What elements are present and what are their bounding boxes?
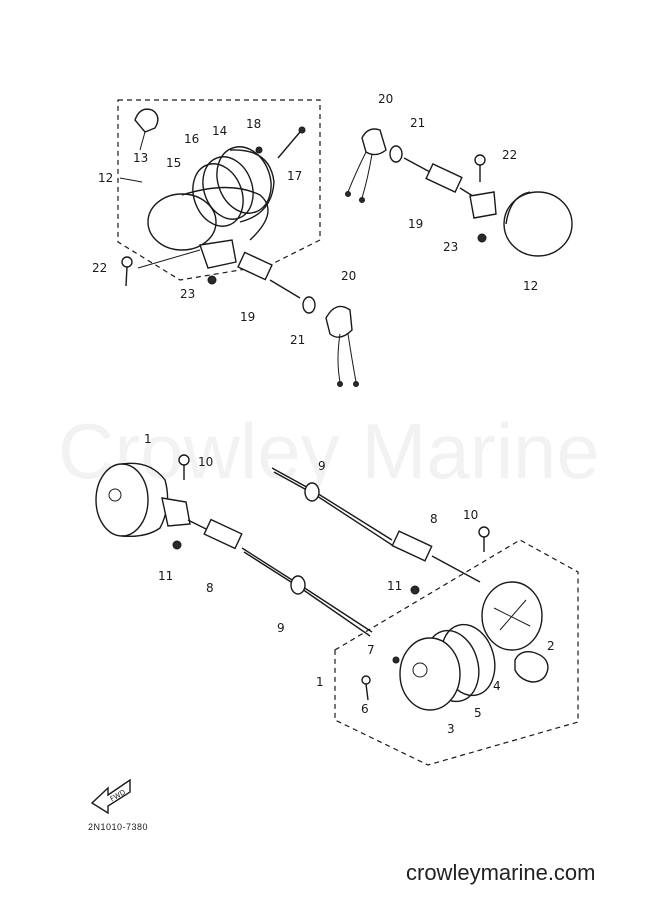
nut-part: [389, 145, 403, 163]
callout-1-front-right: 1: [316, 675, 324, 689]
callout-2: 2: [547, 639, 555, 653]
callout-17: 17: [287, 169, 302, 183]
rim-ring: [202, 156, 254, 220]
lens-part: [399, 637, 461, 711]
front-arrow-label: FWD: [109, 788, 127, 803]
screw-part: [178, 454, 190, 480]
bulb-part: [134, 108, 159, 151]
callout-15: 15: [166, 156, 181, 170]
diagram-code: 2N1010-7380: [88, 822, 149, 832]
callout-10-front-left: 10: [198, 455, 213, 469]
callout-22-rear-right: 22: [502, 148, 517, 162]
callout-7: 7: [367, 643, 375, 657]
front-left-flasher-assembly: [95, 454, 373, 637]
lens-part: [147, 186, 269, 251]
callout-23-rear-right: 23: [443, 240, 458, 254]
rear-left-flasher-assembly: [117, 99, 359, 387]
nut-part: [172, 540, 182, 550]
nut-part: [410, 585, 420, 595]
callout-11-front-right: 11: [387, 579, 402, 593]
stem-part: [403, 157, 477, 199]
callout-20-rear-right: 20: [378, 92, 393, 106]
callout-1-front-left: 1: [144, 432, 152, 446]
callout-18: 18: [246, 117, 261, 131]
callout-23-rear-left: 23: [180, 287, 195, 301]
callout-8-front-right: 8: [430, 512, 438, 526]
callout-21-rear-left: 21: [290, 333, 305, 347]
callout-12-rear-right: 12: [523, 279, 538, 293]
nut-part: [302, 296, 316, 314]
nut-part: [255, 146, 263, 154]
callout-10-front-right: 10: [463, 508, 478, 522]
housing-ring: [216, 146, 272, 214]
callout-9-front-left: 9: [277, 621, 285, 635]
nut-part: [477, 233, 487, 243]
rear-right-flasher-assembly: [345, 128, 573, 257]
screw-part: [474, 154, 486, 182]
grommet-part: [345, 128, 387, 203]
callout-22-rear-left: 22: [92, 261, 107, 275]
callout-12-rear-left: 12: [98, 171, 113, 185]
bracket-part: [469, 191, 497, 219]
nut-part: [392, 656, 400, 664]
callout-8-front-left: 8: [206, 581, 214, 595]
callout-9-front-right: 9: [318, 459, 326, 473]
callout-16: 16: [184, 132, 199, 146]
callout-19-rear-right: 19: [408, 217, 423, 231]
callout-19-rear-left: 19: [240, 310, 255, 324]
grommet-part: [325, 305, 359, 387]
screw-part: [361, 675, 371, 701]
callout-5: 5: [474, 706, 482, 720]
nut-part: [207, 275, 217, 285]
front-arrow-icon: FWD: [90, 778, 131, 815]
callout-21-rear-right: 21: [410, 116, 425, 130]
screw-part: [121, 256, 133, 287]
stem-part: [237, 251, 301, 299]
lens-part: [503, 191, 573, 257]
grommet-part: [290, 575, 306, 595]
callout-13: 13: [133, 151, 148, 165]
housing-part: [481, 581, 543, 651]
grommet-part: [304, 482, 320, 502]
callout-14: 14: [212, 124, 227, 138]
callout-4: 4: [493, 679, 501, 693]
front-right-flasher-assembly: [271, 467, 579, 766]
callout-11-front-left: 11: [158, 569, 173, 583]
callout-20-rear-left: 20: [341, 269, 356, 283]
website-link[interactable]: crowleymarine.com: [406, 860, 596, 885]
screw-part: [478, 526, 490, 552]
bracket-part: [199, 239, 237, 269]
stem-part: [187, 518, 243, 550]
screw-part: [277, 126, 306, 159]
watermark: Crowley Marine: [58, 407, 600, 495]
housing-part: [95, 462, 191, 538]
callout-3: 3: [447, 722, 455, 736]
stem-part: [391, 530, 481, 583]
callout-6: 6: [361, 702, 369, 716]
callout-labels: 13 16 14 18 17 15 12 22 23 19 21 20 20 2…: [92, 92, 555, 736]
bulb-part: [514, 650, 549, 683]
